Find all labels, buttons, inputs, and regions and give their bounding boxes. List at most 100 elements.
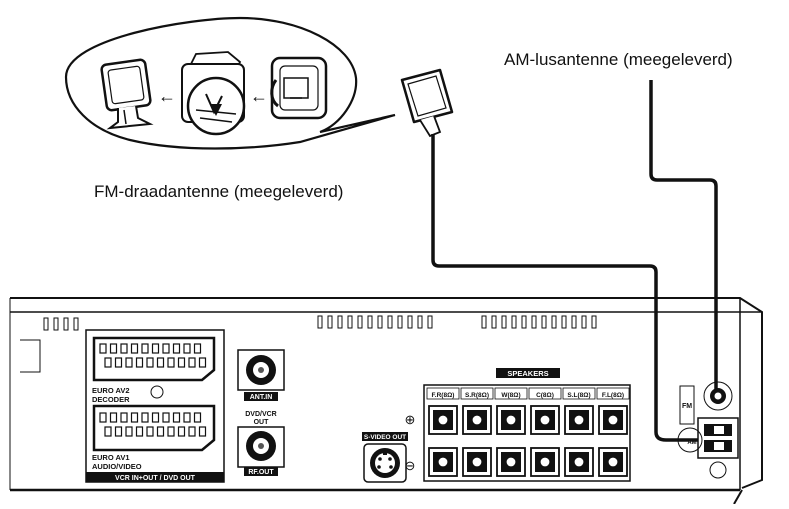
vent-slots-left [20, 317, 79, 373]
scart-pin [198, 426, 207, 437]
scart-pin [99, 343, 107, 354]
speakers-block: SPEAKERS ⊕ ⊖ F.R(8Ω) S.R(8Ω) W(8Ω) C(8Ω) S.L… [405, 368, 631, 482]
am-label: AM [687, 440, 696, 446]
terminal-hole [505, 414, 517, 426]
arrow-1: ← [158, 86, 176, 106]
scart-pin [141, 412, 149, 423]
scart-pin [146, 426, 154, 437]
scart-connector-av2 [92, 336, 216, 382]
rf-out-connector: RF.OUT [237, 426, 285, 476]
scart-pin [183, 343, 191, 354]
terminal-hole [607, 414, 619, 426]
speakers-label: SPEAKERS [507, 369, 548, 378]
scart-pin [114, 426, 123, 437]
speaker-channel-label: C(8Ω) [536, 392, 554, 399]
scart-pin [109, 343, 118, 354]
speaker-channel-header [426, 387, 460, 400]
scart-pin [156, 357, 165, 368]
terminal-hole [471, 414, 483, 426]
speaker-channel-header [596, 387, 630, 400]
terminal-hole [505, 456, 517, 468]
scart-pin [125, 426, 133, 437]
scart-pin [120, 412, 128, 423]
antenna-cables [431, 80, 718, 442]
ant-in-label: ANT.IN [250, 394, 273, 401]
scart-pin [120, 343, 128, 354]
plus-symbol: ⊕ [405, 412, 416, 427]
minus-symbol: ⊖ [405, 458, 416, 473]
decoder-label: DECODER [92, 395, 130, 404]
scart-pin [198, 357, 207, 368]
scart-block: EURO AV2 DECODER EURO AV1 AUDIO/VIDEO VC… [85, 329, 225, 483]
scart-pin [135, 426, 144, 437]
loop-antenna-frame [270, 56, 328, 120]
scart-pin [162, 343, 170, 354]
speaker-channel-header [562, 387, 596, 400]
antenna-terminals: FM AM [677, 381, 739, 479]
scart-pin [141, 343, 149, 354]
scart-pin [99, 412, 107, 423]
terminal-hole [539, 414, 551, 426]
scart-pin [151, 412, 160, 423]
scart-pin [167, 426, 175, 437]
loop-antenna-inserting [181, 51, 246, 136]
am-loop-antenna [400, 68, 454, 138]
fm-antenna-label: FM-draadantenne (meegeleverd) [94, 182, 344, 201]
scart-pin [177, 426, 186, 437]
speaker-channel-label: F.R(8Ω) [432, 392, 455, 399]
scart-pin [183, 412, 191, 423]
speaker-channel-label: W(8Ω) [501, 392, 520, 399]
terminal-hole [539, 456, 551, 468]
out-label: OUT [254, 419, 270, 426]
scart-pin [130, 412, 139, 423]
vent-slots-mid [317, 315, 433, 329]
speaker-channel-header [528, 387, 562, 400]
scart-pin [188, 426, 196, 437]
ant-in-connector: ANT.IN [237, 349, 285, 401]
scart-pin [104, 426, 112, 437]
vent-slots-right [481, 315, 597, 329]
scart-pins-av1 [99, 412, 207, 437]
dvd-vcr-label: DVD/VCR [245, 411, 277, 418]
svideo-out-connector: S-VIDEO OUT [362, 432, 408, 483]
am-antenna-label: AM-lusantenne (meegeleverd) [504, 50, 733, 69]
scart-pin [125, 357, 133, 368]
rear-panel [9, 297, 763, 505]
terminal-hole [471, 456, 483, 468]
terminal-hole [573, 456, 585, 468]
scart-pin [114, 357, 123, 368]
scart-pin [193, 412, 202, 423]
svideo-out-label: S-VIDEO OUT [364, 434, 406, 441]
scart-pin [146, 357, 154, 368]
scart-pin [130, 343, 139, 354]
scart-pin [151, 343, 160, 354]
speaker-channel-header [460, 387, 494, 400]
scart-pin [172, 412, 181, 423]
scart-pin [193, 343, 202, 354]
arrow-2: ← [250, 86, 268, 106]
terminal-hole [437, 414, 449, 426]
terminal-hole [437, 456, 449, 468]
scart-pin [135, 357, 144, 368]
terminal-hole [607, 456, 619, 468]
euro-av1-label: EURO AV1 [92, 453, 130, 462]
rf-out-label: RF.OUT [248, 469, 274, 476]
speaker-channel-label: S.R(8Ω) [465, 392, 489, 399]
terminal-hole [573, 414, 585, 426]
arrow-left-icon: ← [158, 86, 176, 106]
speaker-channel-label: F.L(8Ω) [602, 392, 624, 399]
scart-pin [172, 343, 181, 354]
scart-pin [167, 357, 175, 368]
speaker-channel-label: S.L(8Ω) [567, 392, 590, 399]
scart-pin [162, 412, 170, 423]
scart-pin [188, 357, 196, 368]
scart-pin [104, 357, 112, 368]
scart-pin [156, 426, 165, 437]
arrow-left-icon: ← [250, 86, 268, 106]
euro-av2-label: EURO AV2 [92, 386, 130, 395]
vcr-in-out-label: VCR IN+OUT / DVD OUT [115, 475, 196, 482]
scart-pin [177, 357, 186, 368]
scart-pin [109, 412, 118, 423]
